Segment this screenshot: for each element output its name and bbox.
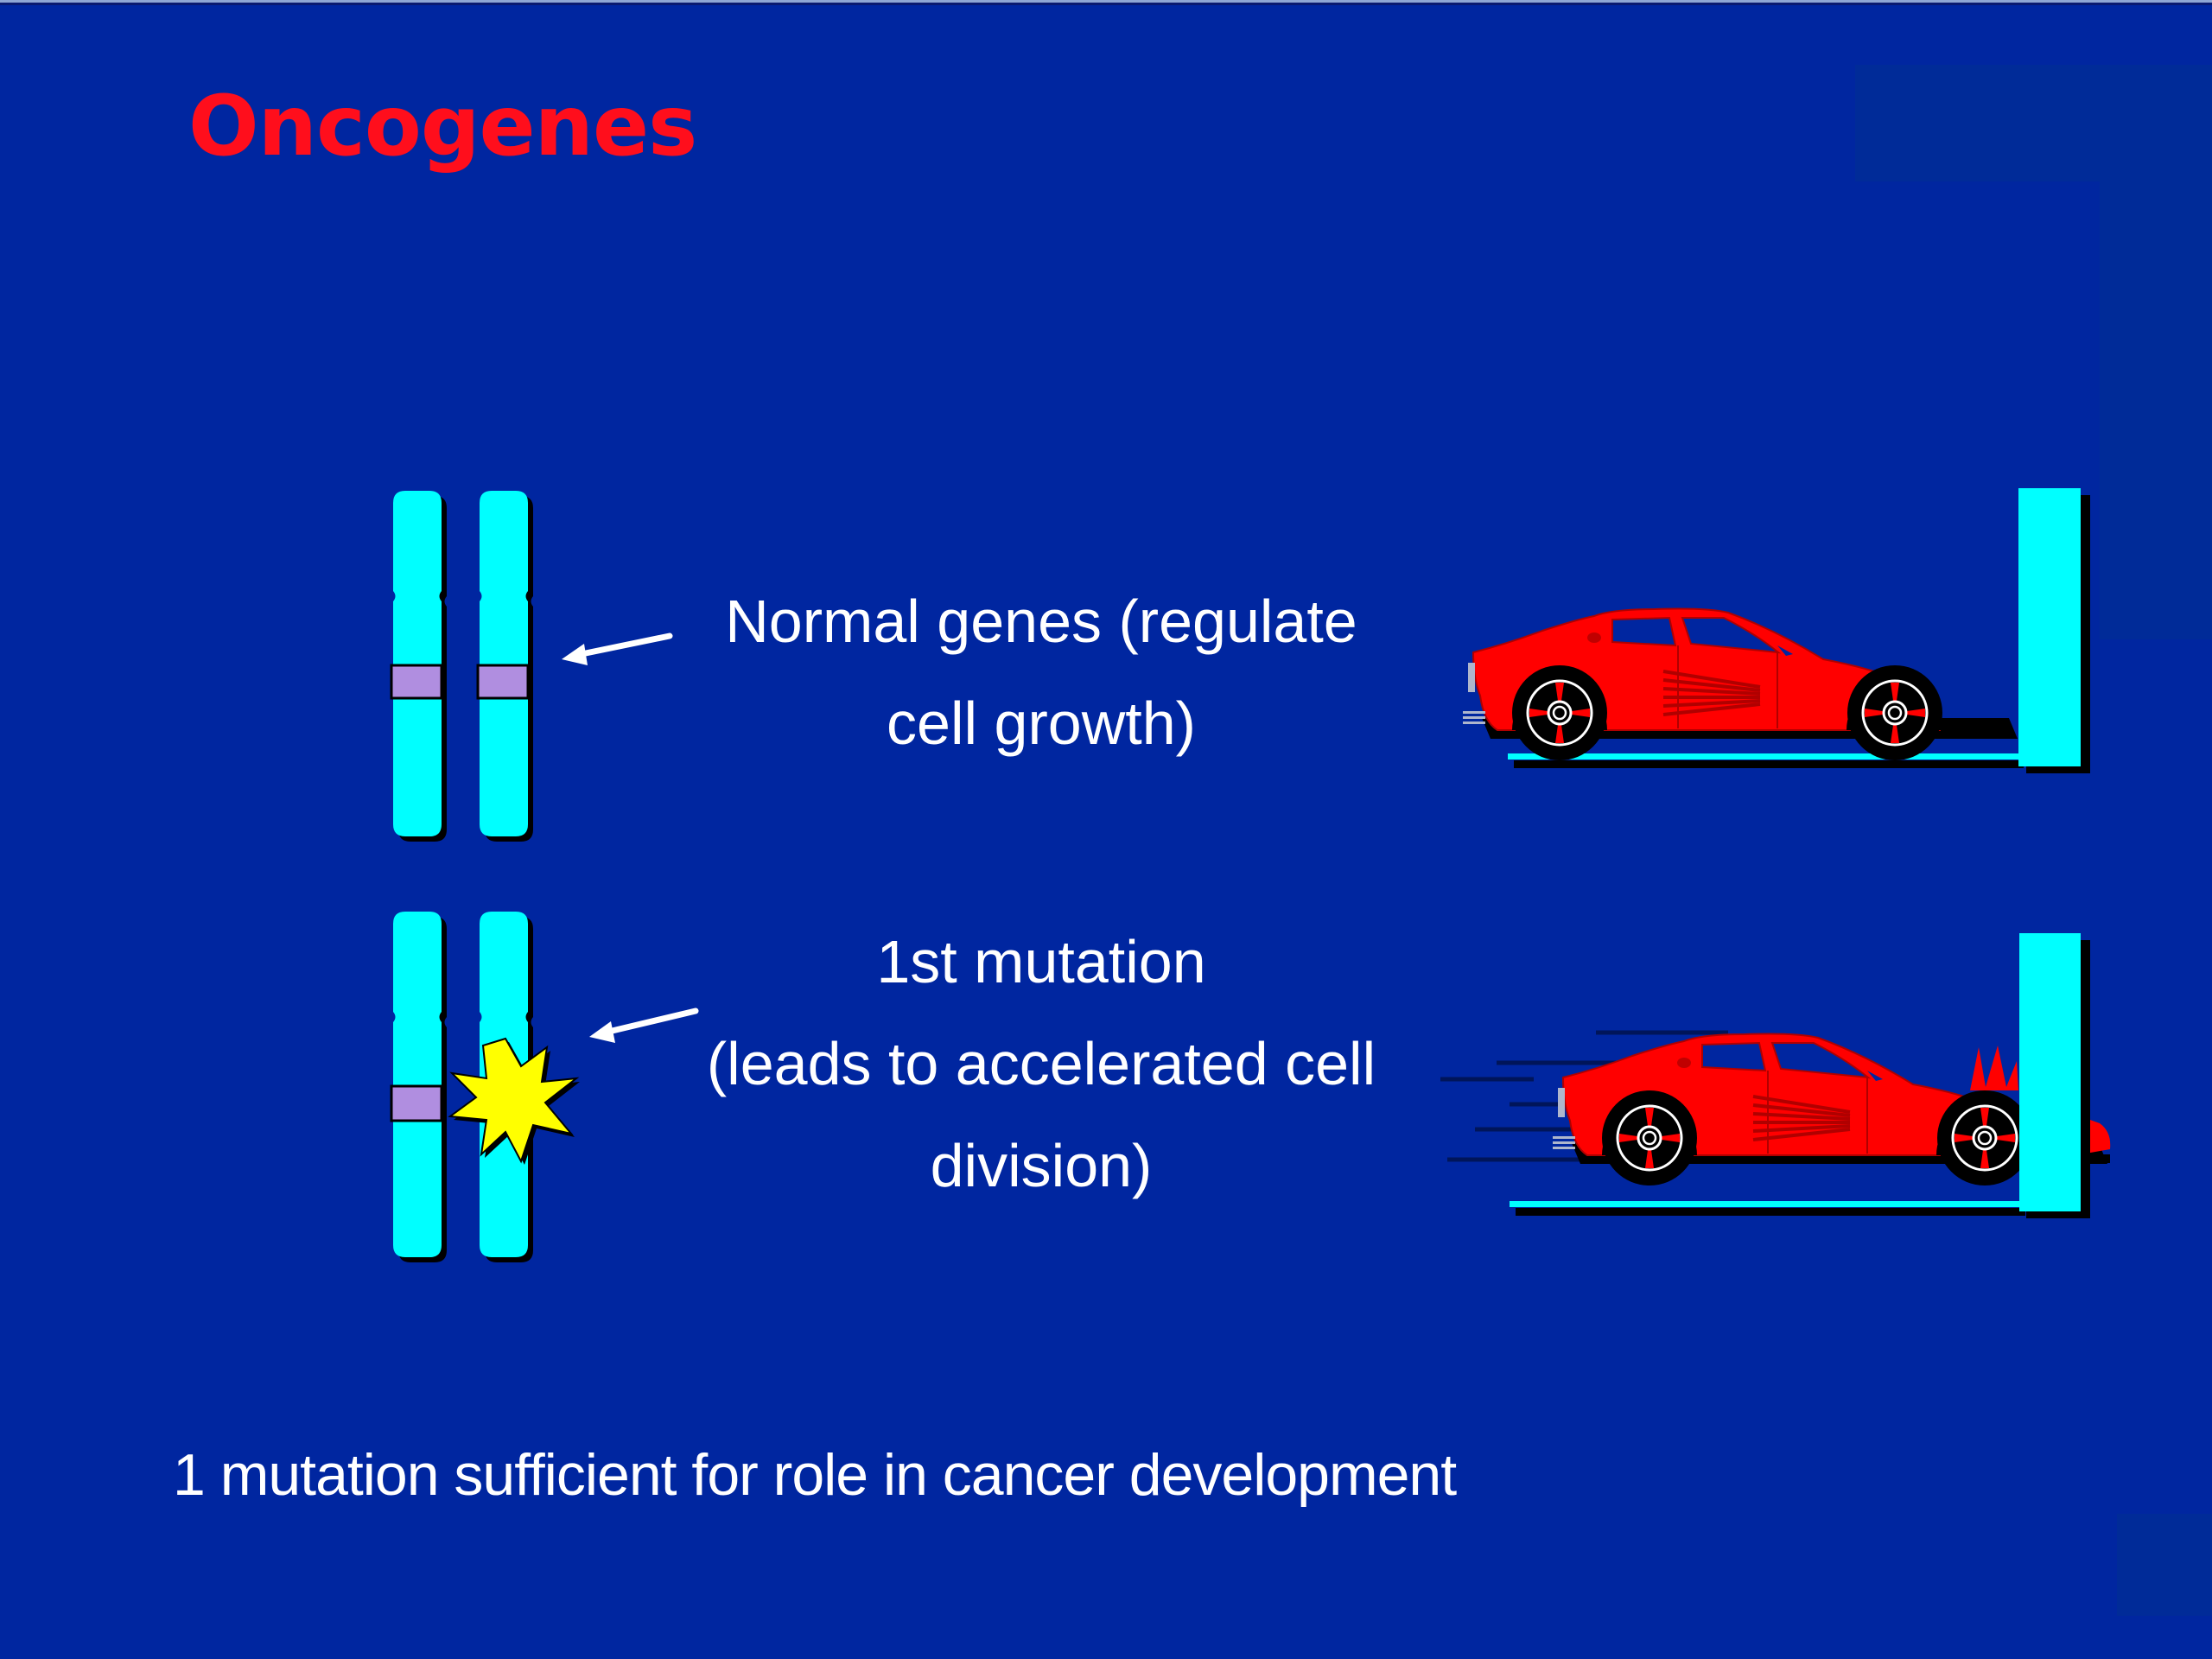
gene-band	[476, 664, 530, 700]
top-border	[0, 0, 2212, 3]
wall-icon	[2019, 933, 2081, 1211]
label-line: division)	[930, 1132, 1153, 1199]
label-line: Normal genes (regulate	[725, 588, 1357, 655]
road	[1508, 753, 2019, 760]
label-line: 1st mutation	[876, 928, 1206, 995]
sports-car-icon	[1463, 609, 2018, 761]
car-scene-normal	[1463, 488, 2090, 773]
footer-statement: 1 mutation sufficient for role in cancer…	[173, 1442, 1457, 1508]
label-line: cell growth)	[887, 690, 1196, 757]
chromosome-pair-normal	[390, 491, 533, 842]
top-border-shadow	[0, 3, 2212, 5]
gene-band	[390, 1084, 443, 1122]
label-line: (leads to accelerated cell	[706, 1030, 1376, 1097]
background-patch	[2117, 1514, 2212, 1616]
chromosome-icon	[393, 491, 442, 836]
chromosome-pair-mutated	[390, 912, 580, 1262]
car-scene-mutated	[1440, 933, 2111, 1218]
mutation-label: 1st mutation (leads to accelerated cell …	[696, 911, 1387, 1217]
slide-title: Oncogenes	[188, 78, 697, 175]
arrow-left-icon	[562, 632, 673, 665]
road-shadow	[1514, 760, 2024, 768]
background-patch	[1855, 65, 2212, 181]
chromosome-icon	[393, 912, 442, 1257]
background-patch	[2100, 181, 2212, 639]
road	[1510, 1201, 2021, 1207]
car-nose-shadow	[2081, 1154, 2110, 1163]
mutation-starburst-icon	[449, 1038, 577, 1162]
wall-icon	[2018, 488, 2081, 766]
normal-genes-label: Normal genes (regulate cell growth)	[696, 570, 1387, 774]
arrow-left-icon	[589, 1007, 699, 1043]
crash-spikes	[1970, 1046, 2018, 1090]
road-shadow	[1516, 1208, 2025, 1216]
gene-band	[390, 664, 443, 700]
chromosome-icon	[480, 491, 528, 836]
